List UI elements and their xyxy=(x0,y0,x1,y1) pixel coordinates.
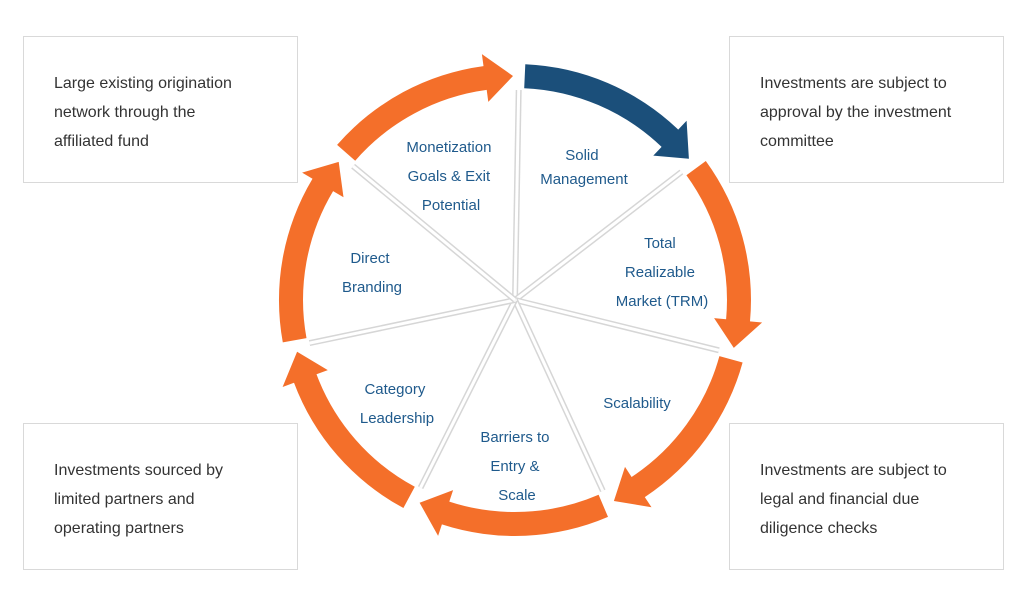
segment-divider-inner xyxy=(513,89,521,301)
note-box-bottom-left: Investments sourced by limited partners … xyxy=(23,423,298,570)
note-line: affiliated fund xyxy=(54,133,149,150)
segment-divider-inner xyxy=(309,298,516,345)
note-box-top-left: Large existing origination network throu… xyxy=(23,36,298,183)
note-line: network through the xyxy=(54,104,196,121)
segment-divider-inner xyxy=(419,299,517,489)
note-line: legal and financial due xyxy=(760,491,920,508)
note-line: diligence checks xyxy=(760,520,878,537)
note-line: Large existing origination xyxy=(54,75,232,92)
cycle-arrow-monetization-goals xyxy=(337,54,513,161)
cycle-arrow-solid-management xyxy=(524,64,689,159)
note-line: operating partners xyxy=(54,520,184,537)
cycle-arrow-scalability xyxy=(613,356,743,508)
note-line: Investments are subject to xyxy=(760,462,947,479)
note-line: committee xyxy=(760,133,834,150)
segment-label-monetization-goals: Monetization Goals & Exit Potential xyxy=(406,139,495,214)
note-box-bottom-right: Investments are subject to legal and fin… xyxy=(729,423,1004,570)
note-box-top-right: Investments are subject to approval by t… xyxy=(729,36,1004,183)
cycle-arrow-direct-branding xyxy=(278,161,344,343)
segment-divider-inner xyxy=(514,298,720,352)
segment-dividers xyxy=(308,89,720,493)
segment-label-category-leadership: Category Leadership xyxy=(360,381,434,427)
segment-label-scalability: Scalability xyxy=(603,395,671,412)
note-line: Investments sourced by xyxy=(54,462,223,479)
note-line: Investments are subject to xyxy=(760,75,947,92)
segment-divider-inner xyxy=(352,165,516,302)
note-line: limited partners and xyxy=(54,491,195,508)
cycle-arrows xyxy=(278,54,763,537)
segment-label-direct-branding: Direct Branding xyxy=(342,250,402,296)
segment-label-solid-management: Solid Management xyxy=(540,147,628,188)
segment-label-barriers-to-entry: Barriers to Entry & Scale xyxy=(480,429,553,504)
cycle-arrow-barriers-to-entry xyxy=(419,490,608,537)
note-line: approval by the investment xyxy=(760,104,952,121)
segment-label-total-realizable-market: Total Realizable Market (TRM) xyxy=(616,235,709,310)
cycle-arrow-category-leadership xyxy=(282,351,415,508)
cycle-arrow-total-realizable-market xyxy=(686,161,763,348)
segment-divider-inner xyxy=(513,299,605,492)
segment-divider-inner xyxy=(514,170,683,302)
